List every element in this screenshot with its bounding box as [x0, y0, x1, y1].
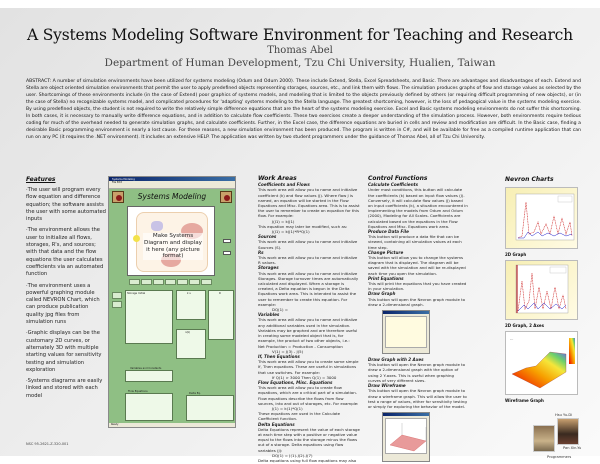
poster: A Systems Modeling Software Environment …: [0, 8, 600, 464]
control-section: Draw Wireframe This button will open the…: [368, 383, 467, 409]
nk-panel: n(k): [176, 329, 206, 359]
work-area-section: Coefficients and Flows This work area wi…: [258, 182, 360, 235]
work-areas-heading: Work Areas: [258, 175, 297, 182]
features-column: Features ·The user will program every fl…: [26, 176, 106, 404]
chart-2d: [505, 187, 578, 249]
app-button: [129, 279, 140, 285]
delta-equations-panel: Delta Eq.: [186, 392, 234, 421]
abstract: ABSTRACT: A number of simulation environ…: [26, 79, 581, 140]
author-name: Thomas Abel: [267, 45, 333, 56]
chart-caption: Wireframe Graph: [505, 398, 544, 403]
variables-panel: Variables and Constants: [125, 367, 173, 382]
work-area-section: Flow Equations, Misc. Equations This wor…: [258, 379, 359, 422]
control-section: Draw Graph with 2 Axes This button will …: [368, 357, 466, 383]
programmer-photos: Hsu Yu-Di Pan Xin-Yu Programmers: [533, 413, 600, 464]
wireframe-window-screenshot: [382, 412, 430, 463]
control-section: Calculate Coefficients Under most condit…: [368, 182, 468, 229]
app-menubar: File Edit: [109, 181, 235, 185]
work-area-section: If, Then Equations This work area will a…: [258, 353, 359, 380]
feature-item: ·The environment uses a powerful graphin…: [26, 282, 100, 326]
department: Department of Human Development, Tzu Chi…: [104, 57, 496, 69]
chart-caption: 2D Graph: [505, 252, 527, 257]
app-button-row: [129, 279, 212, 285]
diagram-placeholder-text: Make Systems Diagram and display it here…: [143, 233, 203, 261]
control-section: Draw Graph This button will open the Nev…: [368, 291, 466, 307]
control-functions-heading: Control Functions: [368, 175, 428, 182]
photo-name: Pan Xin-Yu: [563, 446, 582, 450]
nevron-charts-column: Nevron Charts 2D Graph 2D Graph, 2 Axes: [505, 176, 591, 406]
chart-caption: 2D Graph, 2 Axes: [505, 323, 545, 328]
wireframe-thumb: [389, 423, 427, 452]
work-area-section: Sources This work area will allow you to…: [258, 234, 358, 250]
systems-diagram-area: Make Systems Diagram and display it here…: [127, 206, 215, 276]
photo-caption: Programmers: [547, 455, 572, 459]
features-heading: Features: [26, 176, 56, 183]
graph-window-screenshot: [382, 310, 430, 355]
line-chart-2axes: [515, 264, 569, 314]
app-header: Systems Modeling: [109, 189, 235, 205]
work-areas-column: Work Areas Coefficients and Flows This w…: [258, 175, 360, 464]
app-screenshot: Systems Modeling File Edit Systems Model…: [108, 176, 236, 428]
control-functions-column: Control Functions Calculate Coefficients…: [368, 175, 468, 464]
feature-item: ·The environment allows the user to init…: [26, 227, 104, 278]
photo-name: Hsu Yu-Di: [555, 413, 573, 417]
r-panel: R: [208, 290, 234, 340]
app-statusbar: Ready: [109, 423, 235, 427]
work-area-section: Variables This work area will allow you …: [258, 312, 358, 354]
feature-item: ·Systems diagrams are easily linked and …: [26, 378, 103, 399]
nevron-heading: Nevron Charts: [505, 176, 554, 183]
chart-wireframe: ---: [505, 331, 578, 395]
app-left-buttons: [112, 292, 122, 310]
logo-icon: [220, 191, 232, 203]
wireframe-chart-3d: ---: [510, 337, 575, 389]
work-area-section: Delta Equations Delta Equations represen…: [258, 421, 360, 464]
logo-icon: [112, 191, 124, 203]
app-titlebar: Systems Modeling: [109, 177, 235, 181]
chart-2d-2axes: [505, 260, 578, 320]
app-button: [201, 279, 212, 285]
app-header-title: Systems Modeling: [137, 192, 207, 201]
poster-title: A Systems Modeling Software Environment …: [27, 26, 573, 44]
app-button: [177, 279, 188, 285]
photo-hsu: [533, 425, 555, 452]
app-button: [153, 279, 164, 285]
app-button: [165, 279, 176, 285]
app-toolbar: [109, 185, 235, 189]
feature-item: ·Graphic displays can be the customary 2…: [26, 330, 102, 373]
svg-text:---: ---: [510, 337, 513, 341]
coefficient-panel: k s: [176, 290, 206, 320]
diagram-picture: Make Systems Diagram and display it here…: [133, 212, 208, 272]
app-button: [189, 279, 200, 285]
line-chart-2d: [515, 193, 575, 241]
side-controls: [223, 239, 231, 263]
control-section: Produce Data File This button will produ…: [368, 229, 462, 250]
work-area-section: Storages This work area will allow you t…: [258, 265, 359, 313]
control-section: Print Equations This will print the equa…: [368, 275, 467, 292]
flow-equations-panel: Flow Equations: [125, 390, 173, 421]
grant-footnote: NSC 95-2621-Z-320-001: [26, 442, 69, 446]
storage-panel: Storage Initial: [125, 290, 173, 344]
photo-pan: [557, 418, 579, 445]
source-icon: [133, 235, 140, 242]
app-button: [141, 279, 152, 285]
control-section: Change Picture This button will allow yo…: [368, 249, 466, 276]
feature-item: ·The user will program every flow equati…: [26, 187, 106, 223]
work-area-section: Rs This work area will allow you to name…: [258, 249, 358, 266]
